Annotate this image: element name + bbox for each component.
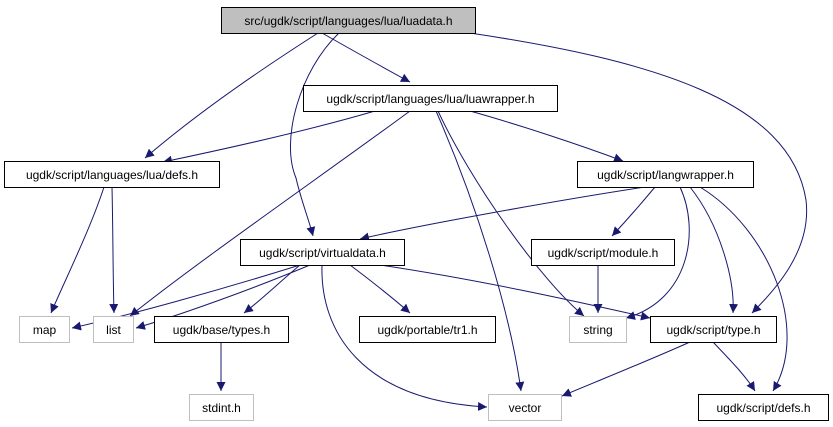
- node-luawrapper[interactable]: ugdk/script/languages/lua/luawrapper.h: [303, 85, 558, 112]
- node-root[interactable]: src/ugdk/script/languages/lua/luadata.h: [221, 7, 476, 34]
- edge-langwrapper-to-scripttype: [689, 186, 739, 314]
- edge-luawrapper-to-luadefs: [162, 110, 376, 165]
- node-box: [189, 394, 254, 421]
- node-scriptdefs[interactable]: ugdk/script/defs.h: [698, 394, 829, 421]
- node-label: ugdk/script/languages/lua/luawrapper.h: [326, 92, 534, 106]
- node-box: [221, 7, 476, 34]
- edge-luawrapper-to-langwrapper: [469, 110, 624, 163]
- edge-virtualdata-to-tr1: [349, 264, 411, 314]
- node-label: ugdk/script/languages/lua/defs.h: [26, 168, 198, 182]
- edge-luawrapper-to-vector: [435, 110, 525, 392]
- edge-langwrapper-to-string: [625, 186, 690, 320]
- nodes-layer: src/ugdk/script/languages/lua/luadata.h u…: [4, 7, 829, 421]
- node-basetypes[interactable]: ugdk/base/types.h: [154, 316, 289, 343]
- node-list: list: [93, 316, 134, 343]
- node-string: string: [569, 316, 627, 343]
- node-label: map: [33, 323, 57, 337]
- node-vector: vector: [488, 394, 562, 421]
- node-box: [650, 316, 777, 343]
- node-box: [93, 316, 134, 343]
- node-langwrapper[interactable]: ugdk/script/langwrapper.h: [577, 161, 754, 188]
- edge-scripttype-to-scriptdefs: [712, 341, 756, 392]
- node-box: [240, 239, 405, 266]
- node-label: ugdk/script/virtualdata.h: [259, 246, 386, 260]
- node-box: [577, 161, 754, 188]
- node-label: ugdk/script/type.h: [666, 323, 760, 337]
- node-label: stdint.h: [202, 401, 241, 415]
- node-label: ugdk/portable/tr1.h: [377, 323, 477, 337]
- node-label: list: [106, 323, 121, 337]
- edge-root-to-luadefs: [144, 32, 319, 159]
- node-box: [359, 316, 496, 343]
- node-stdint: stdint.h: [189, 394, 254, 421]
- edge-luadefs-to-list: [109, 186, 119, 314]
- node-box: [531, 239, 675, 266]
- node-box: [488, 394, 562, 421]
- node-box: [569, 316, 627, 343]
- node-label: ugdk/script/defs.h: [716, 401, 810, 415]
- node-scripttype[interactable]: ugdk/script/type.h: [650, 316, 777, 343]
- node-label: ugdk/script/module.h: [548, 246, 659, 260]
- edge-langwrapper-to-scriptdefs: [699, 186, 788, 392]
- node-map: map: [19, 316, 70, 343]
- edge-luawrapper-to-list: [129, 110, 411, 317]
- edge-root-to-luawrapper: [321, 32, 411, 83]
- node-virtualdata[interactable]: ugdk/script/virtualdata.h: [240, 239, 405, 266]
- node-box: [4, 161, 220, 188]
- node-label: string: [583, 323, 612, 337]
- edge-root-to-virtualdata: [289, 32, 340, 237]
- edge-virtualdata-to-scripttype: [379, 264, 651, 321]
- edge-langwrapper-to-module: [611, 186, 656, 237]
- edge-root-to-scripttype: [469, 32, 808, 314]
- node-label: src/ugdk/script/languages/lua/luadata.h: [244, 14, 452, 28]
- node-label: ugdk/script/langwrapper.h: [597, 168, 734, 182]
- node-luadefs[interactable]: ugdk/script/languages/lua/defs.h: [4, 161, 220, 188]
- node-box: [303, 85, 558, 112]
- edge-langwrapper-to-virtualdata: [359, 186, 646, 242]
- node-label: ugdk/base/types.h: [173, 323, 270, 337]
- edges-layer: [50, 32, 808, 411]
- node-tr1[interactable]: ugdk/portable/tr1.h: [359, 316, 496, 343]
- edge-virtualdata-to-list: [135, 264, 311, 330]
- node-box: [19, 316, 70, 343]
- node-label: vector: [509, 401, 542, 415]
- node-box: [154, 316, 289, 343]
- edge-luawrapper-to-string: [437, 110, 585, 317]
- edge-virtualdata-to-basetypes: [243, 264, 301, 314]
- node-module[interactable]: ugdk/script/module.h: [531, 239, 675, 266]
- node-box: [698, 394, 829, 421]
- edge-scripttype-to-vector: [561, 341, 691, 397]
- edge-virtualdata-to-vector: [321, 264, 488, 411]
- edge-luadefs-to-map: [50, 186, 105, 314]
